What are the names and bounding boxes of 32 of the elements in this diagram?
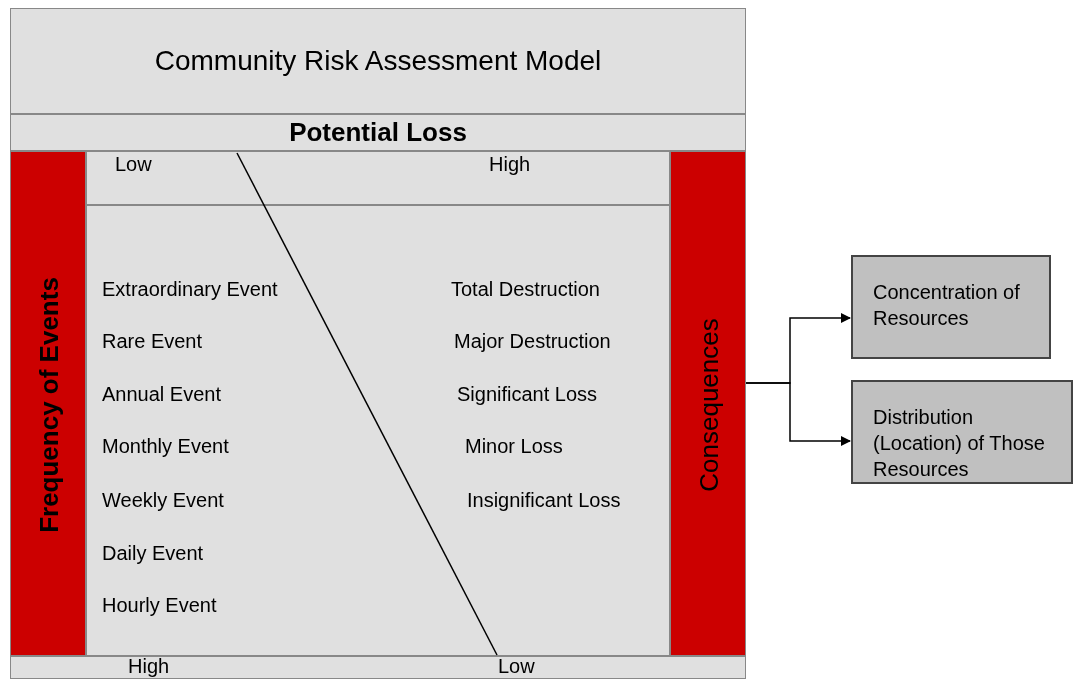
process-box <box>851 255 1051 359</box>
box-text: Distribution (Location) of Those Resources <box>873 405 1046 482</box>
category-label: Daily Event <box>102 542 204 565</box>
category-label: Monthly Event <box>102 435 229 458</box>
category-label: Extraordinary Event <box>102 278 278 301</box>
axis-heading: Potential Loss <box>288 117 468 149</box>
axis-heading: Frequency of Events <box>33 276 65 533</box>
process-box <box>851 380 1073 484</box>
box-text: Concentration of Resources <box>873 280 1021 331</box>
category-label: Annual Event <box>102 383 221 406</box>
header-band <box>10 114 746 151</box>
category-label: Rare Event <box>102 330 203 353</box>
category-label: Significant Loss <box>457 383 598 406</box>
scale-label: Low <box>498 655 535 678</box>
panel <box>86 205 670 656</box>
side-bar <box>670 151 746 656</box>
scale-label: High <box>128 655 170 678</box>
scale-label: High <box>489 153 531 176</box>
axis-heading: Consequences <box>693 317 725 492</box>
side-bar <box>10 151 86 656</box>
band-label: Community Risk Assessment Model <box>153 44 603 77</box>
category-label: Insignificant Loss <box>467 489 621 512</box>
scale-label: Low <box>115 153 152 176</box>
category-label: Hourly Event <box>102 594 217 617</box>
scale-strip <box>86 151 670 205</box>
arrow <box>745 382 851 446</box>
category-label: Major Destruction <box>454 330 611 353</box>
category-label: Minor Loss <box>465 435 563 458</box>
scale-strip <box>10 656 746 679</box>
category-label: Total Destruction <box>451 278 600 301</box>
title-band <box>10 8 746 114</box>
category-label: Weekly Event <box>102 489 224 512</box>
